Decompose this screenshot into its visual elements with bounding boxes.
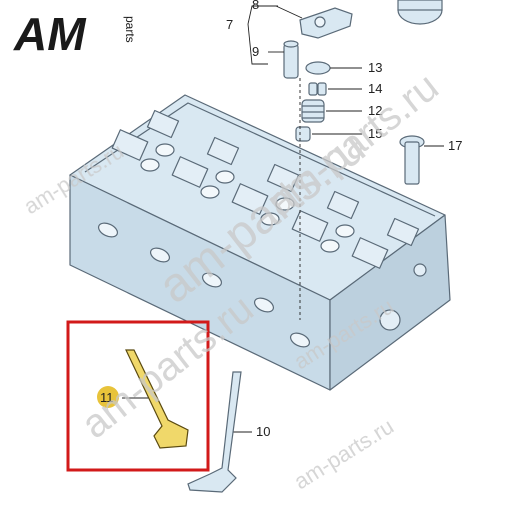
camshaft-end [397, 0, 443, 25]
roller-rocker-arm[interactable] [299, 7, 353, 39]
side-boss [413, 263, 427, 277]
valve-spring[interactable] [301, 99, 325, 123]
callout-11-badge [97, 386, 119, 408]
exhaust-valve[interactable] [187, 371, 242, 493]
cylinder-head-bolt[interactable] [399, 135, 425, 185]
callout-11: 11 [100, 390, 114, 405]
callout-8: 8 [252, 0, 259, 12]
camshaft-towers [111, 109, 420, 269]
callout-14: 14 [368, 81, 382, 96]
valve-bores [140, 143, 355, 253]
valve-stem-seal[interactable] [295, 126, 311, 142]
side-boss [379, 309, 401, 331]
front-ports [97, 222, 311, 348]
callout-9: 9 [252, 44, 259, 59]
logo-brand-text: AM [13, 8, 87, 60]
am-parts-logo[interactable]: AM parts [13, 8, 137, 60]
callout-15: 15 [368, 126, 382, 141]
callout-17: 17 [448, 138, 462, 153]
highlight-frame [66, 320, 210, 472]
cylinder-head [69, 94, 451, 391]
valve-keepers[interactable] [308, 82, 327, 96]
valve-spring-cap[interactable] [305, 61, 331, 75]
leader-lines [122, 5, 444, 433]
hydraulic-lifter[interactable] [283, 40, 299, 79]
callout-13: 13 [368, 60, 382, 75]
callout-10: 10 [256, 424, 270, 439]
callout-7: 7 [226, 17, 233, 32]
logo-suffix-text: parts [123, 16, 137, 43]
callout-labels: 7 8 9 13 14 12 15 17 10 11 [97, 0, 462, 439]
callout-12: 12 [368, 103, 382, 118]
watermark: am-parts.ru [289, 413, 398, 494]
intake-valve[interactable] [125, 349, 189, 449]
